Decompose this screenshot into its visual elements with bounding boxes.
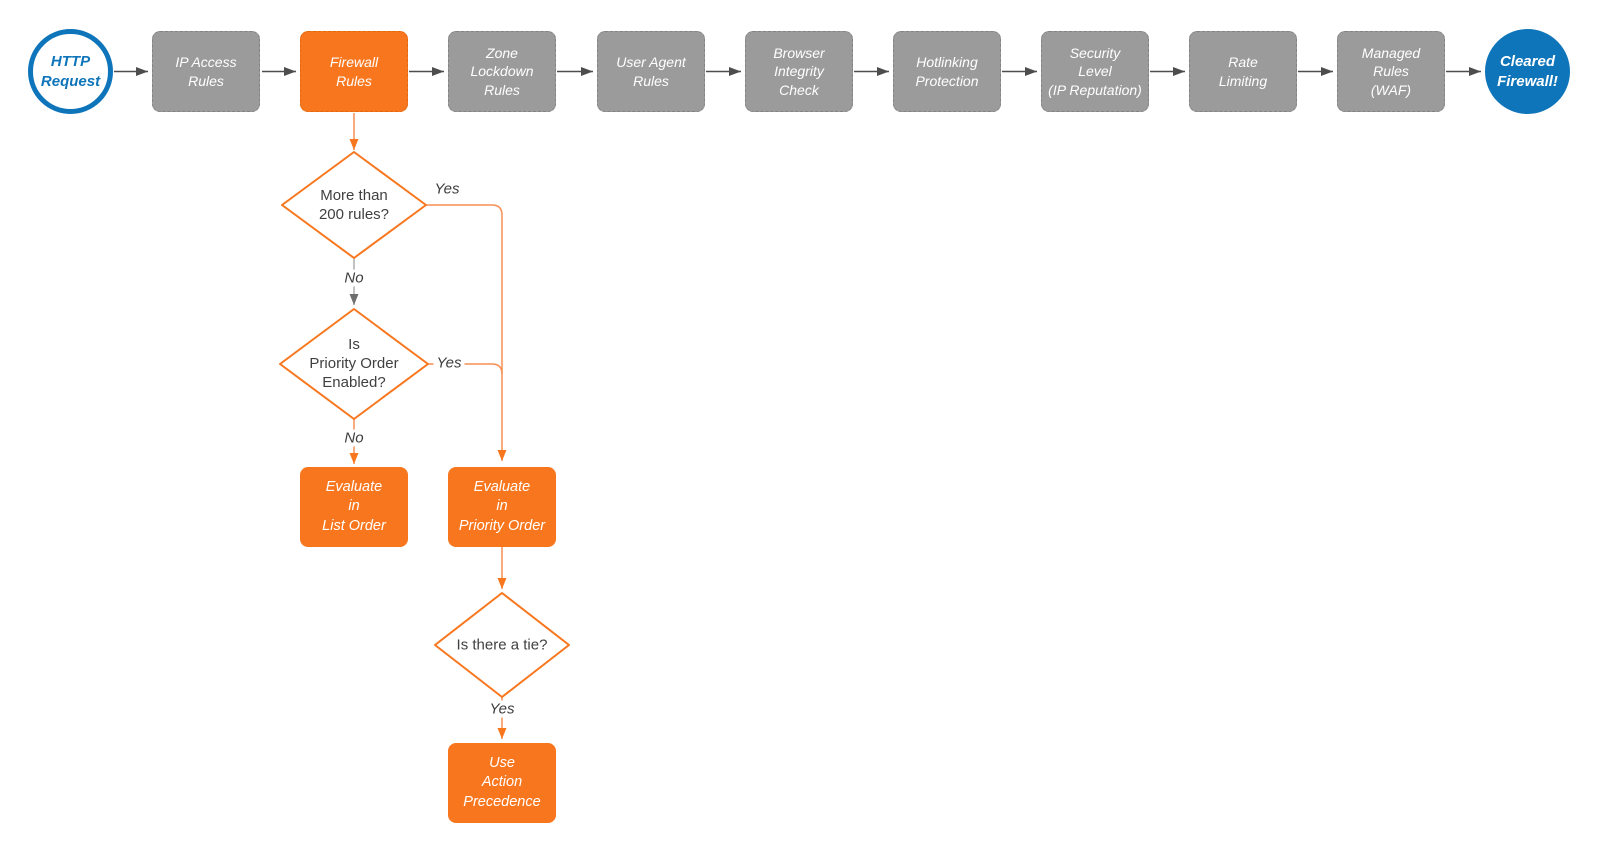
decision-priority-order-enabled-label: Is Priority Order Enabled?	[309, 336, 399, 392]
diamond-is-there-a-tie	[434, 592, 570, 698]
decision-is-there-a-tie-label: Is there a tie?	[456, 636, 548, 654]
edge-decision1-yes	[426, 204, 507, 461]
node-browser-integrity-check: Browser Integrity Check	[745, 31, 853, 112]
decision-edges	[349, 113, 507, 739]
edge-label-decision3-yes: Yes	[486, 700, 518, 718]
node-zone-lockdown-rules: Zone Lockdown Rules	[448, 31, 556, 112]
node-evaluate-in-list-order: Evaluate in List Order	[300, 467, 408, 547]
diamond-more-than-200-rules	[281, 151, 427, 259]
node-firewall-rules: Firewall Rules	[300, 31, 408, 112]
diamond-priority-order-enabled	[279, 308, 429, 420]
decision-more-than-200-rules-label: More than 200 rules?	[318, 186, 390, 223]
node-cleared-firewall: Cleared Firewall!	[1485, 29, 1570, 114]
edge-label-decision1-yes: Yes	[431, 180, 463, 198]
node-use-action-precedence: Use Action Precedence	[448, 743, 556, 823]
node-security-level-ip-reputation: Security Level (IP Reputation)	[1041, 31, 1149, 112]
node-rate-limiting: Rate Limiting	[1189, 31, 1297, 112]
edge-label-decision2-yes: Yes	[433, 354, 465, 372]
edge-decision2-yes	[428, 363, 503, 375]
node-managed-rules-waf: Managed Rules (WAF)	[1337, 31, 1445, 112]
node-ip-access-rules: IP Access Rules	[152, 31, 260, 112]
node-hotlinking-protection: Hotlinking Protection	[893, 31, 1001, 112]
edge-label-decision2-no: No	[341, 429, 367, 447]
edge-label-decision1-no: No	[341, 269, 367, 287]
decision-diamonds	[279, 151, 570, 698]
node-evaluate-in-priority-order: Evaluate in Priority Order	[448, 467, 556, 547]
node-http-request: HTTP Request	[28, 29, 113, 114]
node-user-agent-rules: User Agent Rules	[597, 31, 705, 112]
